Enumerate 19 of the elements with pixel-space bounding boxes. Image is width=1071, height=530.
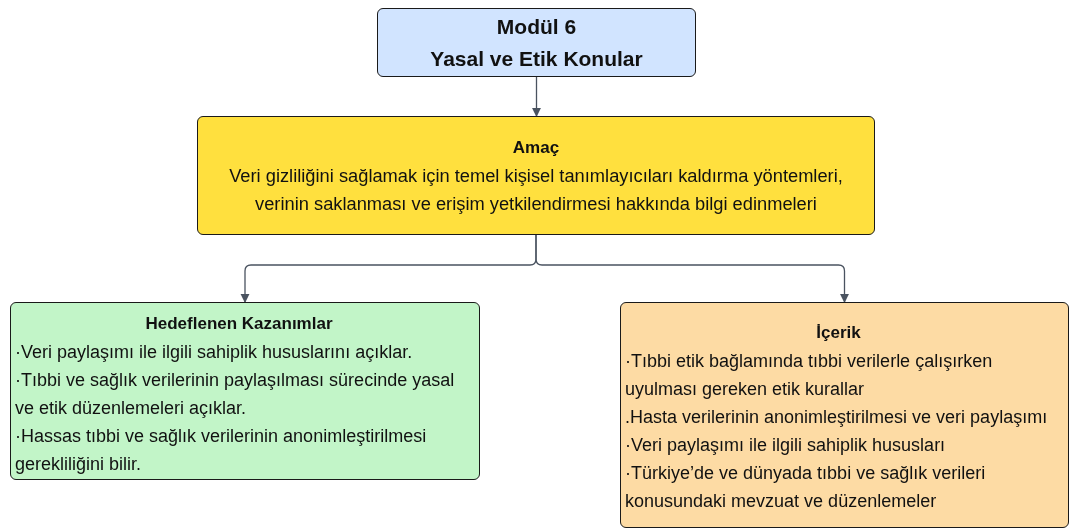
box-text: ·Veri paylaşımı ile ilgili sahiplik hususlarını açıklar. [15,341,414,364]
text-box [377,8,696,77]
text-box [197,116,875,235]
box-text: ·Türkiye’de ve dünyada tıbbi ve sağlık verileri konusundaki mevzuat ve düzenlemeler [625,462,987,513]
box-text: ·Tıbbi ve sağlık verilerinin paylaşılması sürecinde yasal ve etik düzenlemeleri açıklar. [15,369,456,420]
box-text: ·Hassas tıbbi ve sağlık verilerinin anonimleştirilmesi gerekliliğini bilir. [15,425,428,476]
box-text: Veri gizliliğini sağlamak için temel kişisel tanımlayıcıları kaldırma yöntemleri, verinin saklanması ve erişim yetkilendirmesi hakkında bilgi edinmeleri [228,163,844,216]
text-box [620,302,1069,528]
arrow [535,234,850,303]
box-text: Yasal ve Etik Konular [429,45,644,72]
arrow [531,76,542,117]
box-heading: Hedeflenen Kazanımlar [144,313,334,335]
box-text: ·Tıbbi etik bağlamında tıbbi verilerle çalışırken uyulması gereken etik kurallar [625,350,994,401]
box-heading: Amaç [511,136,561,159]
box-heading: Modül 6 [495,13,578,40]
box-text: ·Veri paylaşımı ile ilgili sahiplik hususları [625,434,947,457]
box-heading: İçerik [815,322,862,344]
text-box [10,302,480,480]
box-text: .Hasta verilerinin anonimleştirilmesi ve veri paylaşımı [625,406,1049,429]
